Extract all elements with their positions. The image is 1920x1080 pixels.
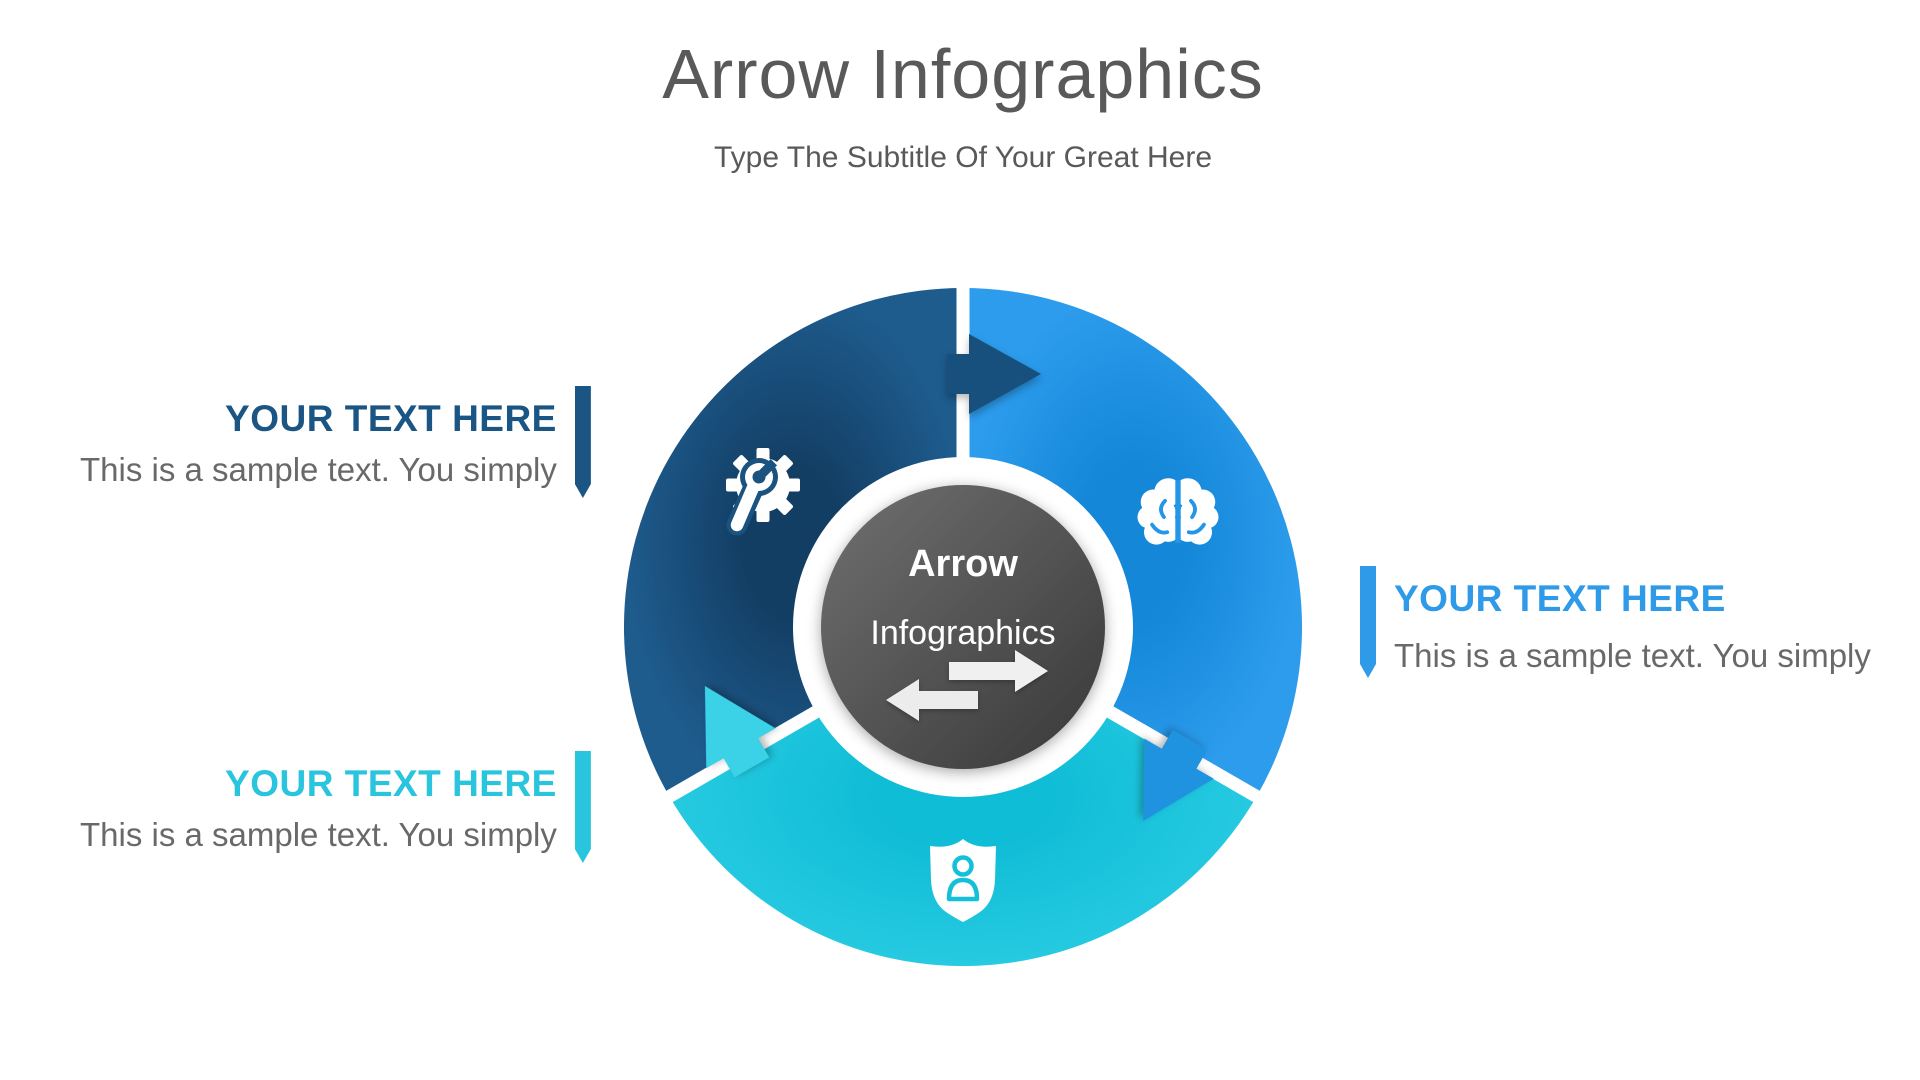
label-block-right: YOUR TEXT HERE This is a sample text. Yo… xyxy=(1360,566,1880,678)
hub-arrow-left-icon xyxy=(886,679,978,721)
label-block-left-bottom: YOUR TEXT HERE This is a sample text. Yo… xyxy=(80,751,591,863)
label-heading: YOUR TEXT HERE xyxy=(225,763,557,804)
label-texts: YOUR TEXT HERE This is a sample text. Yo… xyxy=(80,396,557,498)
accent-bar-blue xyxy=(1360,566,1376,678)
arrow-cycle-diagram: Arrow Infographics xyxy=(624,288,1302,966)
label-body: This is a sample text. You simply xyxy=(80,816,557,853)
flow-arrow-bottom-right-icon xyxy=(1143,729,1214,822)
label-texts: YOUR TEXT HERE This is a sample text. Yo… xyxy=(1394,576,1880,678)
label-body: This is a sample text. You simply xyxy=(80,451,557,488)
hub-subtitle: Infographics xyxy=(870,614,1055,652)
flow-arrow-bottom-left-icon xyxy=(704,685,776,778)
hub-arrow-right-icon xyxy=(949,650,1048,692)
hub-title: Arrow xyxy=(908,543,1018,585)
accent-bar-navy xyxy=(574,386,591,498)
label-heading: YOUR TEXT HERE xyxy=(225,398,557,439)
page-title: Arrow Infographics xyxy=(662,35,1264,113)
flow-arrow-top-icon xyxy=(947,334,1041,414)
gear-wrench-icon xyxy=(726,448,800,536)
label-heading: YOUR TEXT HERE xyxy=(1394,578,1726,619)
brain-icon xyxy=(1137,478,1219,545)
shield-user-icon xyxy=(930,839,996,922)
label-block-left-top: YOUR TEXT HERE This is a sample text. Yo… xyxy=(80,386,591,498)
accent-bar-cyan xyxy=(574,751,591,863)
label-texts: YOUR TEXT HERE This is a sample text. Yo… xyxy=(80,761,557,863)
page-subtitle: Type The Subtitle Of Your Great Here xyxy=(713,141,1213,174)
label-body: This is a sample text. You simply xyxy=(1394,637,1871,674)
